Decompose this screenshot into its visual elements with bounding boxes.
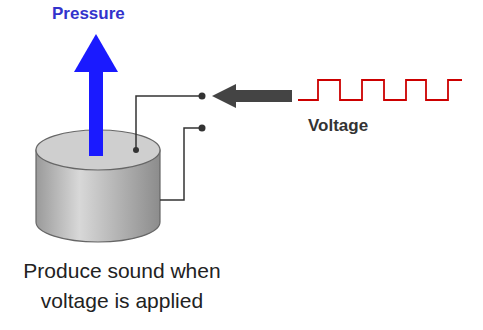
signal-label: Pressure — [52, 4, 125, 24]
terminal — [199, 93, 206, 100]
input-arrow — [232, 90, 292, 102]
wire-contact — [133, 147, 139, 153]
pressure-arrowhead — [74, 34, 118, 72]
square-wave — [298, 80, 462, 100]
wire — [160, 128, 202, 200]
terminal — [199, 125, 206, 132]
input-arrowhead — [212, 84, 236, 108]
wire — [136, 96, 202, 150]
pressure-arrow — [89, 70, 103, 156]
caption-text: Produce sound when voltage is applied — [2, 256, 242, 317]
signal-label: Voltage — [308, 116, 368, 136]
